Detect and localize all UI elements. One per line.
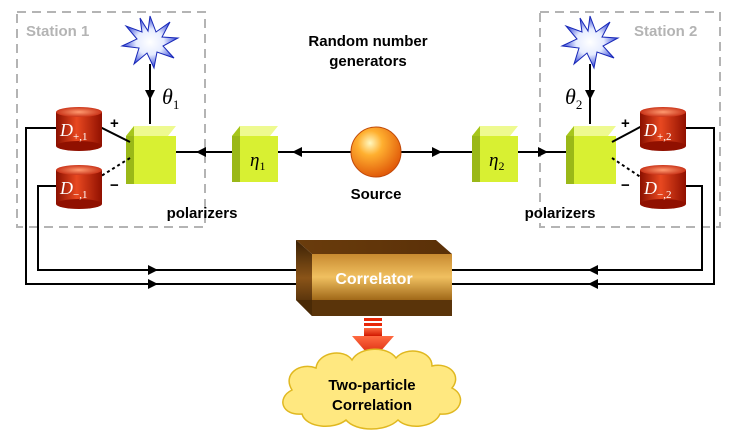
sign-minus-left: − xyxy=(110,177,119,194)
sign-minus-right: − xyxy=(621,177,630,194)
correlator-box xyxy=(296,240,452,316)
detector-d-plus-1 xyxy=(56,107,102,151)
result-label-line2: Correlation xyxy=(332,397,412,414)
filter-eta-2 xyxy=(472,126,518,182)
sign-plus-left: + xyxy=(110,115,119,132)
rng-star-icon-right xyxy=(560,15,620,70)
source-sphere xyxy=(350,126,402,178)
sign-plus-right: + xyxy=(621,115,630,132)
wire-dplus1 xyxy=(25,127,296,285)
beam-arrowhead-3 xyxy=(432,147,442,157)
polarizer-left xyxy=(126,126,176,184)
station-2-label: Station 2 xyxy=(634,23,697,40)
polarizers-label-left: polarizers xyxy=(167,205,238,222)
rng-label-line1: Random number xyxy=(308,33,427,50)
beam-arrowhead-1 xyxy=(292,147,302,157)
filter-eta-1 xyxy=(232,126,278,182)
wire-dplus2 xyxy=(450,127,715,285)
detector-d-plus-2-label: D+,2 xyxy=(643,120,671,143)
station-1-box xyxy=(16,11,206,228)
theta-1-label: θ1 xyxy=(162,84,179,112)
wire-arrowhead-right-1 xyxy=(588,265,598,275)
station-1-label: Station 1 xyxy=(26,23,89,40)
rng-label-line2: generators xyxy=(329,53,407,70)
eta-2-label: η2 xyxy=(489,150,504,173)
output-arrow-icon xyxy=(352,318,394,360)
path-pol-to-dplus2 xyxy=(611,125,643,143)
path-pol-to-dminus1 xyxy=(97,157,131,179)
detector-d-plus-2 xyxy=(640,107,686,151)
path-pol-to-dminus2 xyxy=(611,157,643,179)
polarizers-label-right: polarizers xyxy=(525,205,596,222)
correlator-label: Correlator xyxy=(335,271,412,288)
station-2-box xyxy=(539,11,721,228)
rng-arrowhead-left xyxy=(145,90,155,100)
beam-arrowhead-2 xyxy=(196,147,206,157)
wire-arrowhead-right-2 xyxy=(588,279,598,289)
source-label: Source xyxy=(351,186,402,203)
rng-star-icon-left xyxy=(120,15,180,70)
detector-d-plus-1-label: D+,1 xyxy=(59,120,87,143)
detector-d-minus-1-label: D−,1 xyxy=(59,178,87,201)
wire-arrowhead-left-2 xyxy=(148,279,158,289)
eta-1-label: η1 xyxy=(250,150,265,173)
theta-2-label: θ2 xyxy=(565,84,582,112)
beam-arrowhead-4 xyxy=(538,147,548,157)
path-pol-to-dplus1 xyxy=(97,125,131,143)
result-label-line1: Two-particle xyxy=(328,377,415,394)
polarizer-right xyxy=(566,126,616,184)
rng-arrowhead-right xyxy=(585,90,595,100)
result-cloud xyxy=(282,348,462,430)
wire-dminus2 xyxy=(450,185,703,271)
wire-dminus1 xyxy=(37,185,296,271)
detector-d-minus-2-label: D−,2 xyxy=(643,178,671,201)
detector-d-minus-1 xyxy=(56,165,102,209)
wire-arrowhead-left-1 xyxy=(148,265,158,275)
detector-d-minus-2 xyxy=(640,165,686,209)
